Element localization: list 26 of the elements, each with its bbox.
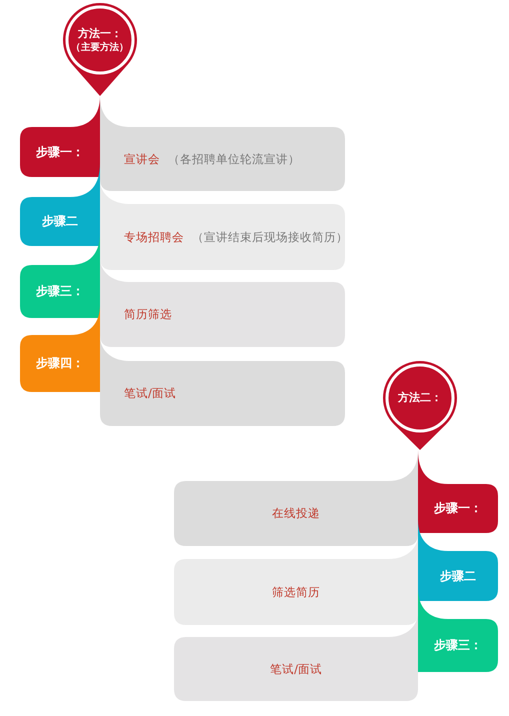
card-note: （各招聘单位轮流宣讲） [168, 152, 300, 166]
content-card [174, 612, 418, 701]
step-label: 步骤三： [434, 637, 482, 654]
location-pin [63, 3, 137, 96]
step-label: 步骤一： [36, 144, 84, 160]
step-label: 步骤四： [36, 355, 84, 372]
step-label: 步骤一： [434, 500, 482, 517]
step-label: 步骤二 [42, 213, 78, 230]
content-card [100, 180, 345, 270]
card-title: 筛选简历 [272, 584, 320, 600]
location-pin [383, 361, 457, 450]
card-title: 宣讲会 [124, 152, 160, 166]
card-title: 专场招聘会 [124, 230, 184, 244]
card-title: 在线投递 [272, 506, 320, 521]
card-title: 笔试/面试 [270, 662, 322, 676]
pin-subheading: （主要方法） [71, 40, 129, 54]
card-note: （宣讲结束后现场接收简历） [192, 230, 348, 244]
card-title: 笔试/面试 [124, 386, 176, 401]
content-card [174, 535, 418, 625]
content-card [100, 336, 345, 426]
step-label: 步骤二 [440, 568, 476, 584]
pin-heading: 方法一： [78, 26, 122, 40]
card-title: 简历筛选 [124, 307, 172, 322]
pin-heading: 方法二： [398, 391, 442, 405]
step-label: 步骤三： [36, 283, 84, 300]
content-card [100, 258, 345, 347]
